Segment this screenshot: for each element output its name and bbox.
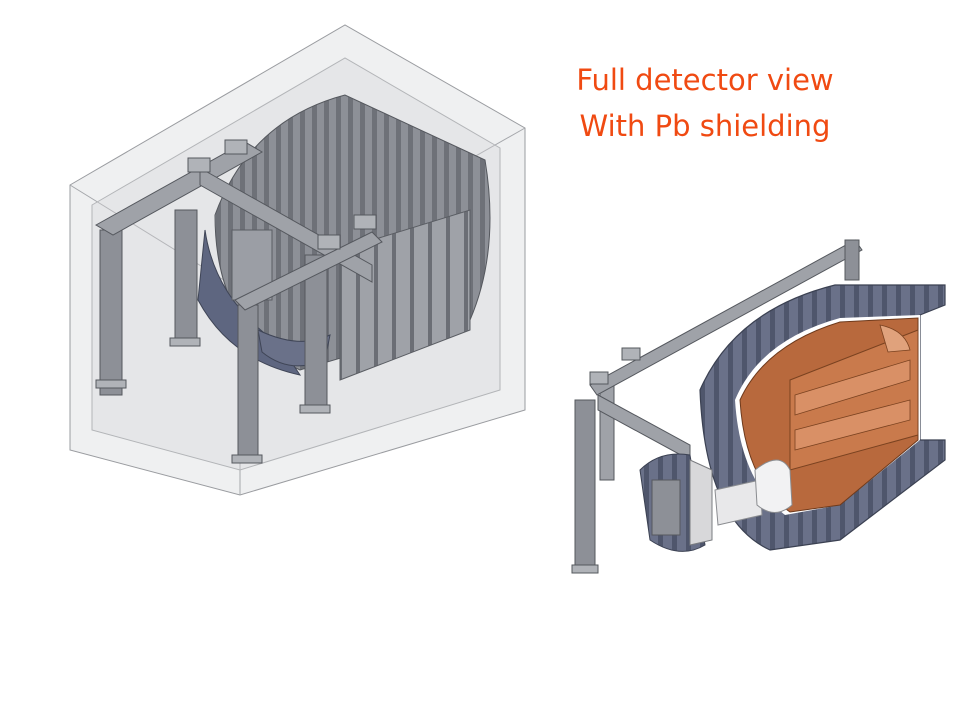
cutaway-support-frame bbox=[571, 239, 863, 574]
caption-line-2: With Pb shielding bbox=[579, 109, 831, 143]
front-detector bbox=[639, 453, 793, 552]
full-detector-view bbox=[69, 24, 526, 496]
support-frame bbox=[94, 139, 383, 464]
caption-line-1: Full detector view bbox=[576, 63, 834, 97]
cutaway-detector-view bbox=[571, 239, 946, 574]
